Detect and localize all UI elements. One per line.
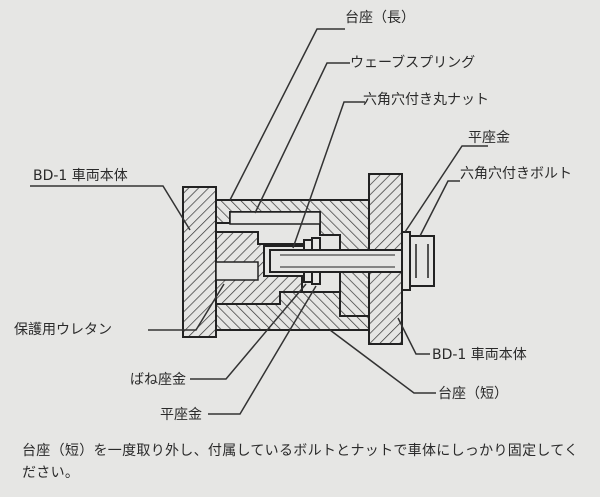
- label-vehicle-body-left: BD-1 車両本体: [33, 167, 128, 184]
- leader-lines: [30, 28, 488, 415]
- label-hex-socket-cap-nut: 六角穴付き丸ナット: [363, 92, 489, 108]
- leader-hex-bolt: [419, 180, 460, 237]
- urethane-section: [215, 261, 259, 281]
- leader-base-long: [229, 28, 345, 201]
- label-flat-washer-bottom: 平座金: [160, 407, 202, 423]
- label-spring-washer: ばね座金: [130, 372, 186, 388]
- instruction-note: 台座（短）を一度取り外し、付属しているボルトとナットで車体にしっかり固定してくだ…: [22, 443, 579, 481]
- bolt-head-shape: [409, 235, 435, 287]
- flat-washer-right-shape: [401, 231, 411, 291]
- label-vehicle-body-right: BD-1 車両本体: [432, 346, 527, 363]
- leader-urethane: [148, 283, 225, 331]
- leader-flat-washer-right: [404, 145, 488, 233]
- label-hex-socket-bolt: 六角穴付きボルト: [460, 166, 572, 182]
- leader-base-short: [329, 329, 436, 394]
- base-long-section: [215, 199, 370, 317]
- label-wave-spring: ウェーブスプリング: [350, 54, 475, 71]
- leader-wave-spring: [254, 62, 350, 214]
- label-flat-washer-right: 平座金: [468, 130, 510, 146]
- label-urethane: 保護用ウレタン: [14, 322, 112, 338]
- leader-spring-washer: [190, 283, 307, 380]
- leader-vehicle-left: [30, 185, 191, 231]
- wave-spring-section: [229, 211, 321, 225]
- vehicle-body-left-section: [182, 186, 217, 338]
- label-base-short: 台座（短）: [438, 386, 508, 402]
- leader-flat-washer-bottom: [208, 285, 317, 415]
- bolt-shank-shape: [269, 249, 403, 273]
- base-lower-section: [215, 291, 370, 331]
- label-base-long: 台座（長）: [345, 10, 415, 26]
- leader-cap-nut: [292, 101, 365, 249]
- leader-vehicle-right: [397, 317, 430, 355]
